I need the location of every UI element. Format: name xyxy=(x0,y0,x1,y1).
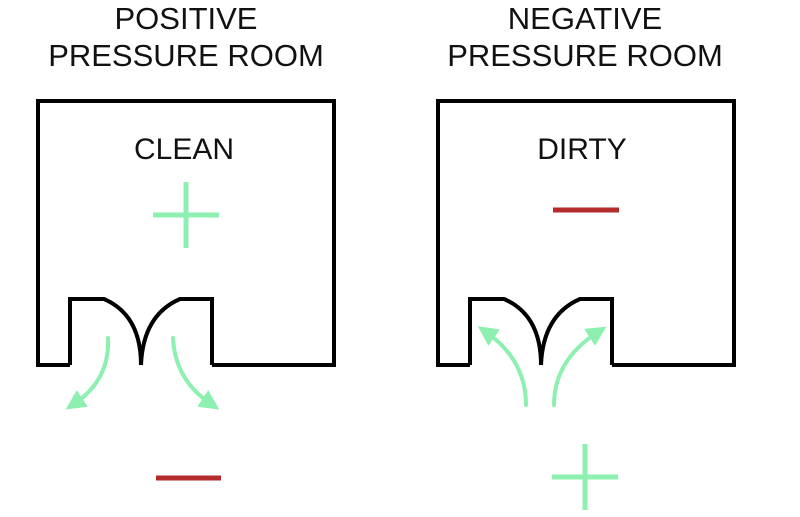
positive-room-right-airflow-arrow xyxy=(171,336,220,410)
positive-room-inside-plus-icon xyxy=(153,182,219,248)
positive-room-label: CLEAN xyxy=(134,133,234,166)
positive-room-title-line2: PRESSURE ROOM xyxy=(48,38,324,73)
positive-room-right-door xyxy=(139,297,214,366)
positive-pressure-room: POSITIVE PRESSURE ROOM CLEAN xyxy=(36,1,336,481)
negative-room-outside-plus-icon xyxy=(552,444,618,510)
negative-pressure-room: NEGATIVE PRESSURE ROOM DIRTY xyxy=(436,1,736,510)
negative-room-title-line2: PRESSURE ROOM xyxy=(447,38,723,73)
positive-room-left-airflow-arrow xyxy=(65,336,111,410)
negative-room-left-door xyxy=(468,297,543,366)
negative-room-right-door xyxy=(539,297,614,366)
negative-room-wall xyxy=(436,99,736,367)
positive-room-wall xyxy=(36,99,336,367)
positive-room-title-line1: POSITIVE xyxy=(115,1,258,36)
negative-room-right-airflow-arrow xyxy=(552,326,607,407)
negative-room-title-line1: NEGATIVE xyxy=(508,1,662,36)
negative-room-left-airflow-arrow xyxy=(477,326,528,407)
negative-room-label: DIRTY xyxy=(537,133,626,166)
